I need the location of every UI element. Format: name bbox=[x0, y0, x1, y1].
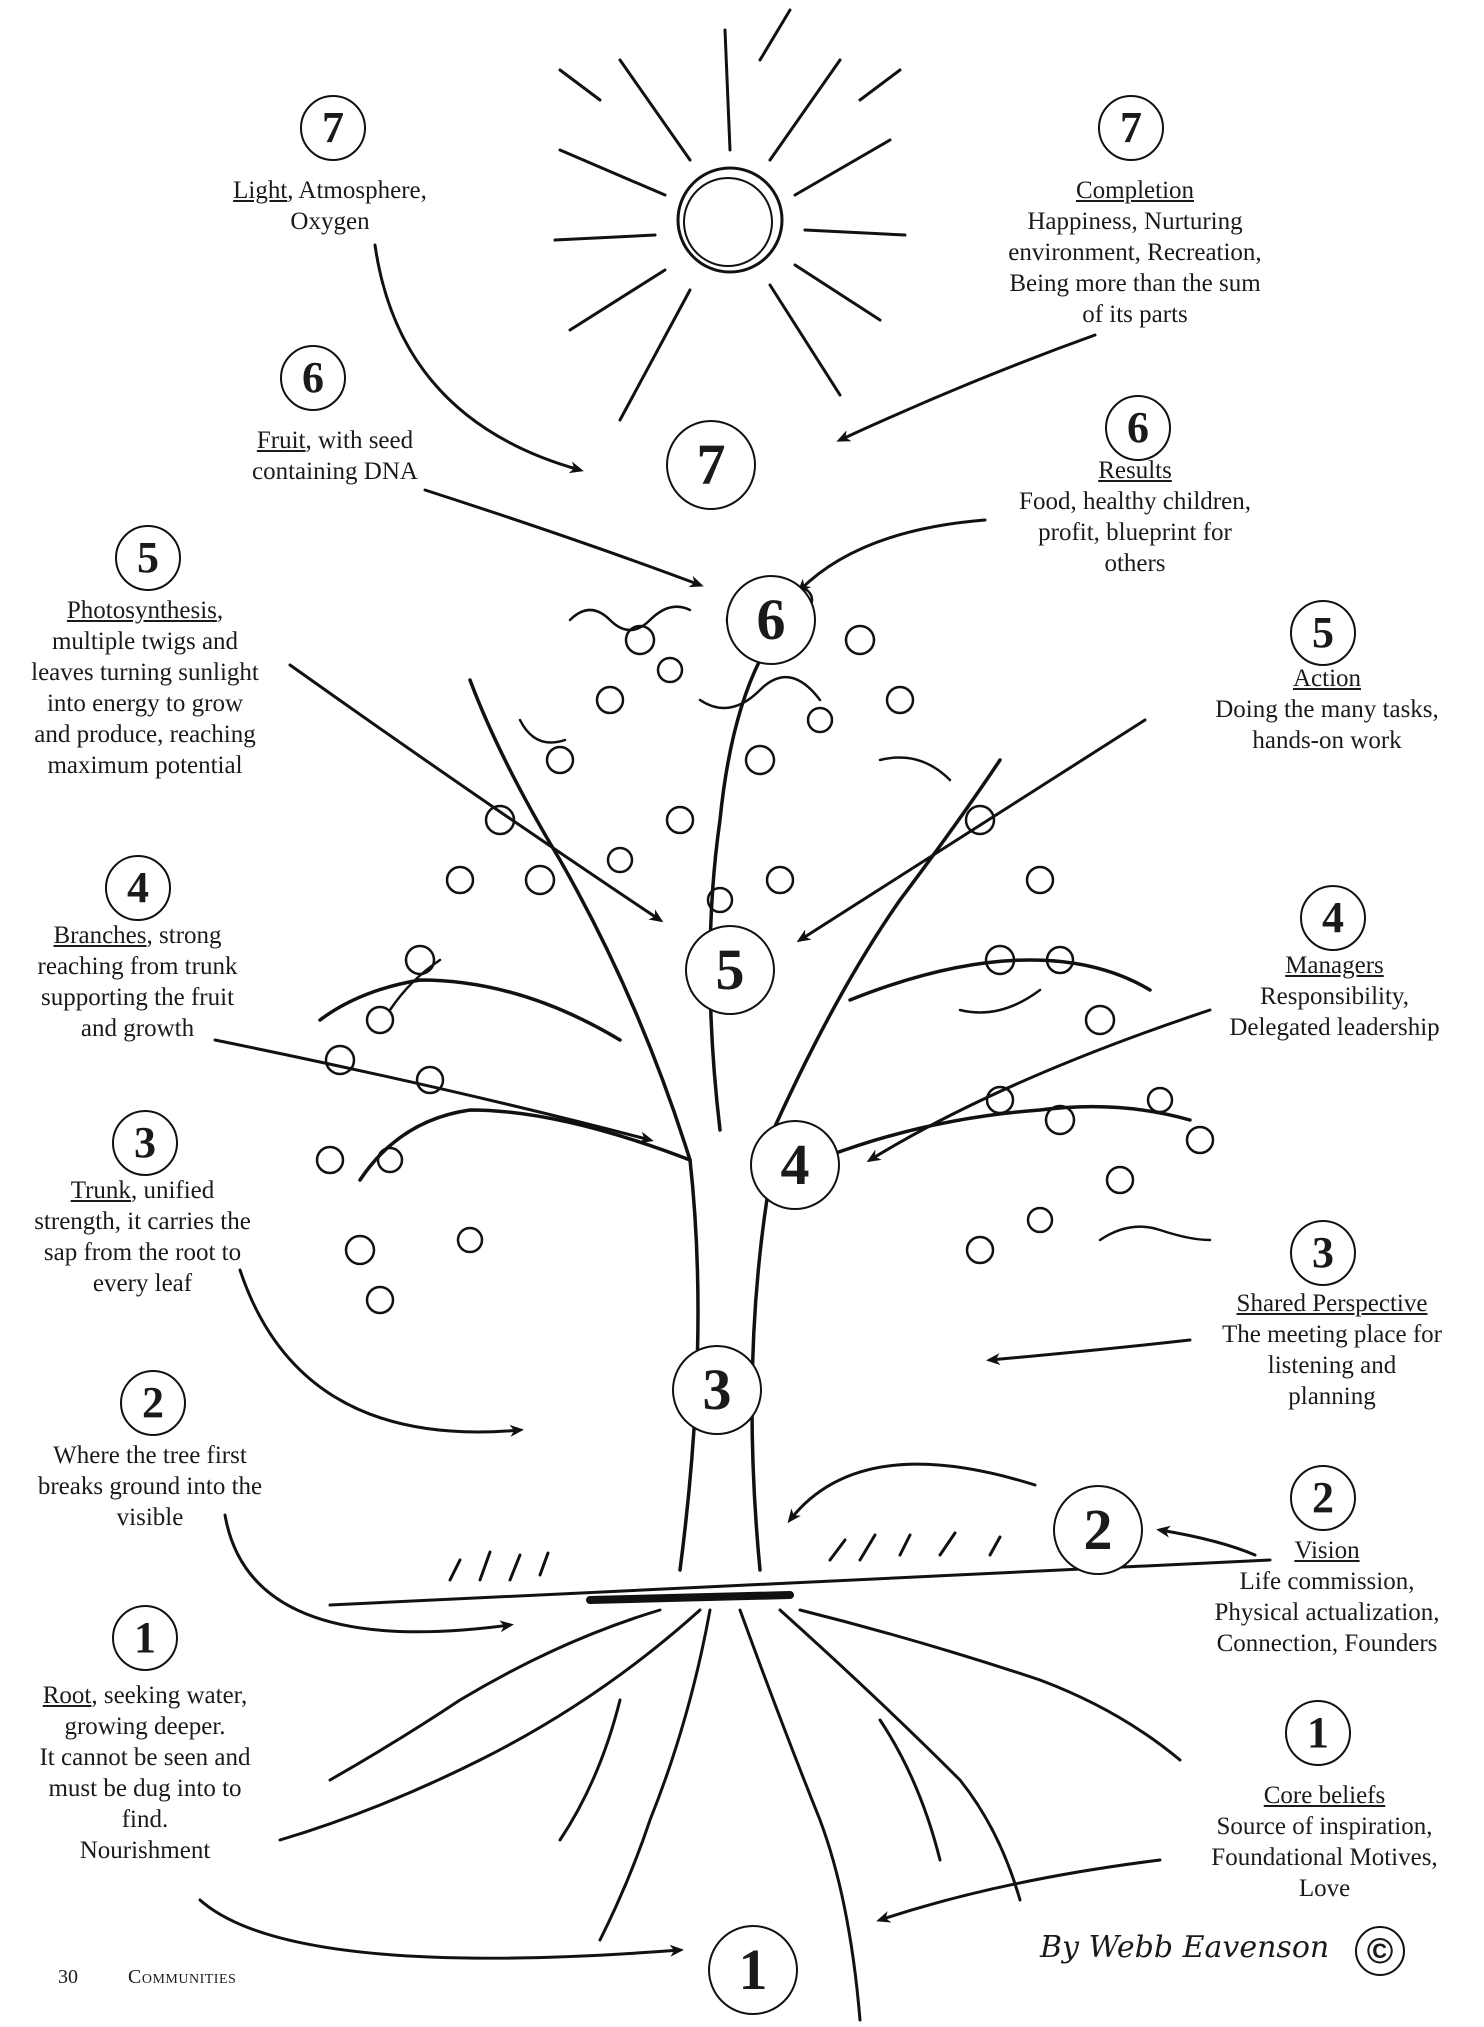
left-label-root: Root, seeking water, growing deeper. It … bbox=[10, 1680, 280, 1866]
magazine-name: Communities bbox=[128, 1966, 236, 1989]
left-label-photosynthesis: Photosynthesis, multiple twigs and leave… bbox=[0, 595, 290, 781]
tree-number-1: 1 bbox=[708, 1925, 798, 2015]
right-number-3: 3 bbox=[1290, 1220, 1356, 1286]
left-label-branches: Branches, strong reaching from trunk sup… bbox=[0, 920, 275, 1044]
right-label-core-beliefs: Core beliefs Source of inspiration, Foun… bbox=[1165, 1780, 1484, 1904]
right-label-completion: Completion Happiness, Nurturing environm… bbox=[970, 175, 1300, 330]
left-number-4: 4 bbox=[105, 855, 171, 921]
sun-sketch bbox=[555, 10, 905, 420]
tree-number-4: 4 bbox=[750, 1120, 840, 1210]
left-number-6: 6 bbox=[280, 345, 346, 411]
right-number-4: 4 bbox=[1300, 885, 1366, 951]
right-number-5: 5 bbox=[1290, 600, 1356, 666]
right-number-2: 2 bbox=[1290, 1465, 1356, 1531]
left-number-1: 1 bbox=[112, 1605, 178, 1671]
tree-number-6: 6 bbox=[726, 575, 816, 665]
left-label-breaks-ground: Where the tree first breaks ground into … bbox=[0, 1440, 300, 1533]
artist-signature: By Webb Eavenson bbox=[1040, 1930, 1329, 1965]
page-number: 30 bbox=[58, 1966, 78, 1989]
right-label-vision: Vision Life commission, Physical actuali… bbox=[1170, 1535, 1484, 1659]
tree-number-2: 2 bbox=[1053, 1485, 1143, 1575]
left-label-light: Light, Atmosphere, Oxygen bbox=[170, 175, 490, 237]
right-number-1: 1 bbox=[1285, 1700, 1351, 1766]
right-number-7: 7 bbox=[1098, 95, 1164, 161]
right-label-shared-perspective: Shared Perspective The meeting place for… bbox=[1180, 1288, 1484, 1412]
left-number-3: 3 bbox=[112, 1110, 178, 1176]
tree-number-7: 7 bbox=[666, 420, 756, 510]
left-label-fruit: Fruit, with seed containing DNA bbox=[190, 425, 480, 487]
right-label-results: Results Food, healthy children, profit, … bbox=[980, 455, 1290, 579]
tree-number-3: 3 bbox=[672, 1345, 762, 1435]
right-label-action: Action Doing the many tasks, hands-on wo… bbox=[1170, 663, 1484, 756]
left-number-5: 5 bbox=[115, 525, 181, 591]
branches-sketch bbox=[320, 660, 1190, 1180]
left-label-trunk: Trunk, unified strength, it carries the … bbox=[0, 1175, 285, 1299]
left-number-7: 7 bbox=[300, 95, 366, 161]
copyright-icon: © bbox=[1355, 1926, 1405, 1976]
tree-number-5: 5 bbox=[685, 925, 775, 1015]
right-number-6: 6 bbox=[1105, 395, 1171, 461]
right-label-managers: Managers Responsibility, Delegated leade… bbox=[1185, 950, 1484, 1043]
left-number-2: 2 bbox=[120, 1370, 186, 1436]
